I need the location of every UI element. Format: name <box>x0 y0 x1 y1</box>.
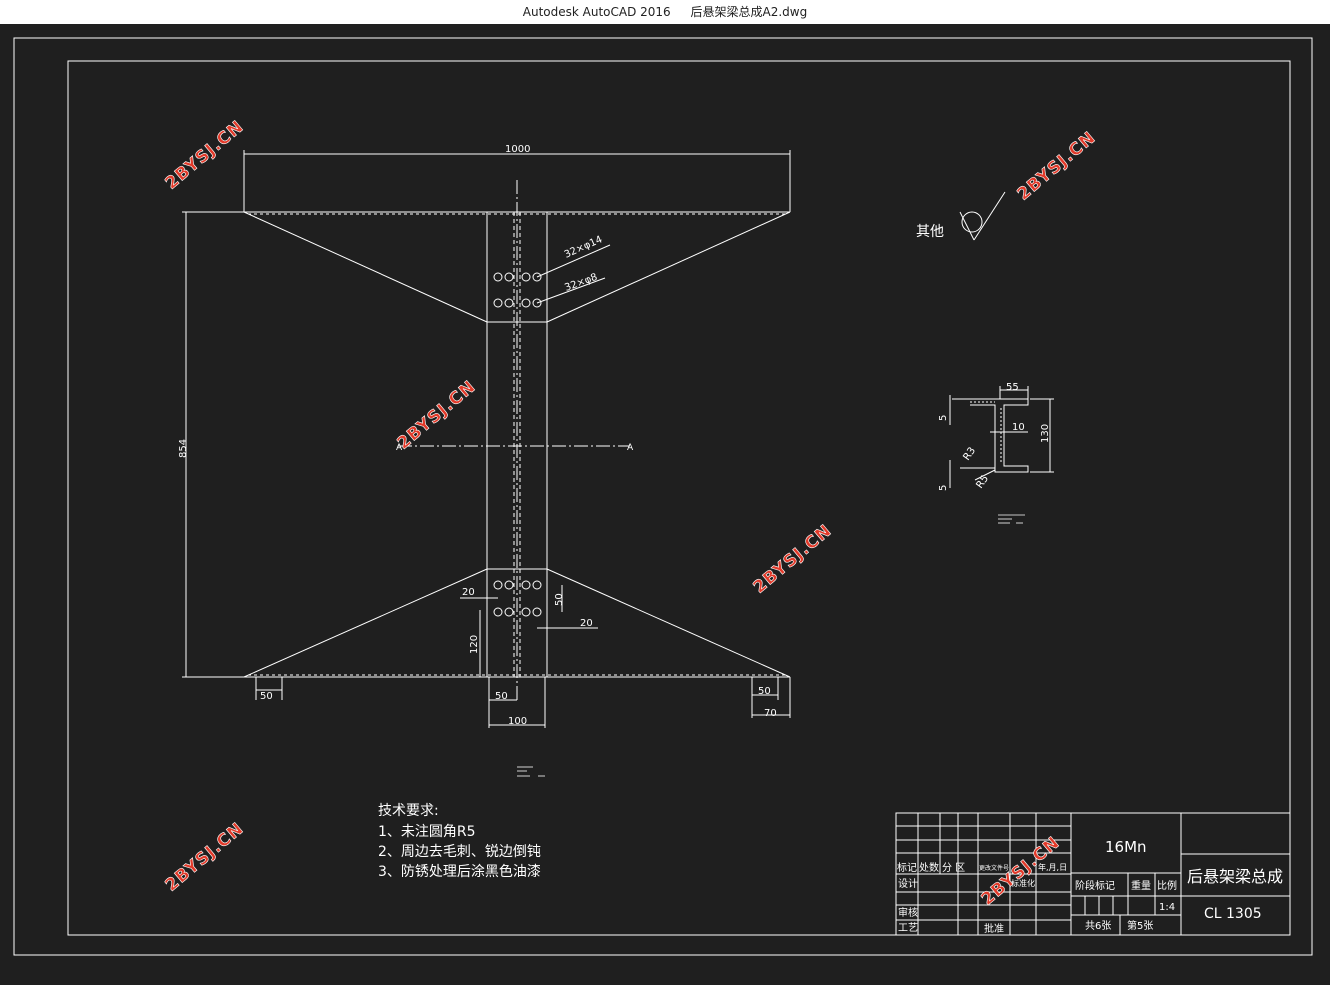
drawing-svg: 1000 854 32×φ14 32×φ8 20 50 20 120 50 50… <box>13 37 1313 956</box>
beam-outline <box>243 180 791 700</box>
surface-note: 其他 <box>916 224 944 240</box>
view-label-section <box>998 514 1025 524</box>
section-profile <box>949 386 1054 488</box>
dim-hole-v-spacing: 50 <box>554 593 565 606</box>
review-label: 审核 <box>898 906 918 919</box>
bolt-holes-bottom <box>493 580 542 617</box>
scale-label: 比例 <box>1157 879 1177 892</box>
dim-center-inner: 50 <box>495 691 508 702</box>
stage-label: 阶段标记 <box>1075 879 1115 892</box>
section-flange-top: 5 <box>938 415 949 421</box>
dim-height: 854 <box>178 439 189 458</box>
dim-bottom-height: 120 <box>469 635 480 654</box>
craft-label: 工艺 <box>898 922 918 934</box>
weight-label: 重量 <box>1131 879 1151 892</box>
tech-req-item-2: 2、周边去毛刺、锐边倒钝 <box>378 844 541 860</box>
tech-req-item-1: 1、未注圆角R5 <box>378 824 476 840</box>
section-web: 10 <box>1012 422 1025 433</box>
view-label-main <box>517 766 545 777</box>
dim-right-foot-outer: 70 <box>764 708 777 719</box>
dim-hole-h-offset: 20 <box>580 618 593 629</box>
app-title: Autodesk AutoCAD 2016 <box>522 5 671 19</box>
section-mark-left: A <box>396 443 403 453</box>
dim-center-width: 100 <box>508 716 527 727</box>
section-width: 55 <box>1006 382 1019 393</box>
dim-right-foot-inner: 50 <box>758 686 771 697</box>
roughness-symbol <box>959 191 1006 241</box>
outer-border <box>13 37 1313 956</box>
drawing-canvas[interactable]: 1000 854 32×φ14 32×φ8 20 50 20 120 50 50… <box>0 24 1330 981</box>
dimension-lines <box>182 150 791 728</box>
part-name: 后悬架梁总成 <box>1187 867 1283 886</box>
bolt-holes-top <box>493 244 611 308</box>
row-label-mark: 标记 <box>897 862 917 874</box>
window-title-bar: Autodesk AutoCAD 2016 后悬架梁总成A2.dwg <box>0 0 1330 24</box>
material: 16Mn <box>1105 838 1147 856</box>
dim-hole-h-spacing: 20 <box>462 587 475 598</box>
section-height: 130 <box>1040 424 1051 443</box>
section-radius-1: R3 <box>961 446 978 463</box>
tech-req-title: 技术要求: <box>378 803 439 819</box>
hole-note-8: 32×φ8 <box>563 272 599 294</box>
inner-border <box>67 60 1291 936</box>
sheet-number: 第5张 <box>1127 919 1153 932</box>
approve-label: 批准 <box>984 922 1004 935</box>
scale-value: 1:4 <box>1159 902 1175 913</box>
tech-req-item-3: 3、防锈处理后涂黑色油漆 <box>378 863 541 880</box>
row-label-zone: 分 区 <box>942 862 965 874</box>
dim-top-width: 1000 <box>505 144 530 155</box>
section-flange-bottom: 5 <box>938 485 949 491</box>
section-mark-right: A <box>627 443 634 453</box>
standard-label: 标准化 <box>1011 878 1035 888</box>
sheets-total: 共6张 <box>1085 920 1111 932</box>
design-label: 设计 <box>898 877 918 890</box>
row-label-change-doc: 更改文件号 <box>979 864 1009 872</box>
row-label-date: 年,月,日 <box>1038 862 1067 872</box>
part-code: CL 1305 <box>1204 906 1262 922</box>
title-block-grid <box>895 812 1291 936</box>
dim-left-foot: 50 <box>260 691 273 702</box>
file-name: 后悬架梁总成A2.dwg <box>690 5 808 19</box>
row-label-count: 处数 <box>919 861 939 874</box>
section-radius-2: R5 <box>974 474 991 491</box>
